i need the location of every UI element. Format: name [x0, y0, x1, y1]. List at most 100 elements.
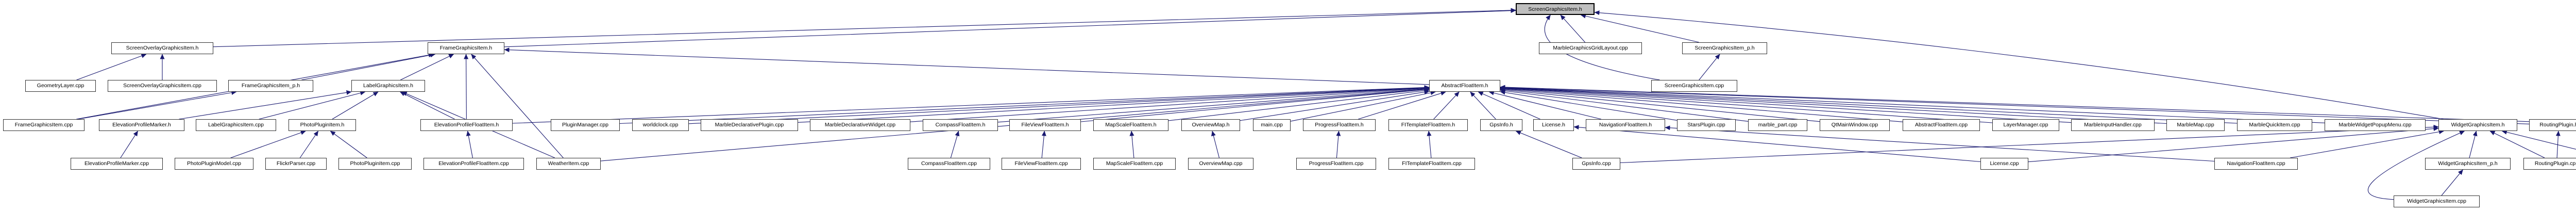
graph-node-widgetgraphicsitem-cpp[interactable]: WidgetGraphicsItem.cpp: [2394, 195, 2480, 207]
graph-node-weatheritem-cpp[interactable]: WeatherItem.cpp: [536, 158, 601, 170]
graph-node-screengraphicsitem-cpp[interactable]: ScreenGraphicsItem.cpp: [1651, 80, 1737, 92]
graph-node-progressfloatitem-h[interactable]: ProgressFloatItem.h: [1303, 119, 1376, 131]
graph-node-starsplugin-cpp[interactable]: StarsPlugin.cpp: [1677, 119, 1736, 131]
graph-node-photopluginitem-h[interactable]: PhotoPluginItem.h: [289, 119, 356, 131]
graph-node-marble-part-cpp[interactable]: marble_part.cpp: [1748, 119, 1807, 131]
edge-wgi_cpp-to-wgi_h: [2367, 131, 2465, 200]
graph-node-widgetgraphicsitem-h[interactable]: WidgetGraphicsItem.h: [2438, 119, 2517, 131]
graph-node-navigationfloatitem-cpp[interactable]: NavigationFloatItem.cpp: [2214, 158, 2298, 170]
edge-fvfi_cpp-to-fvfi_h: [1041, 131, 1046, 158]
edge-stars_cpp-to-afi_h: [1500, 90, 1677, 121]
edge-ppm_cpp-to-ppi_h: [230, 130, 306, 158]
graph-node-navigationfloatitem-h[interactable]: NavigationFloatItem.h: [1586, 119, 1665, 131]
graph-node-marblegraphicsgridlayout-cpp[interactable]: MarbleGraphicsGridLayout.cpp: [1539, 42, 1642, 54]
graph-node-marbledeclarativeplugin-cpp[interactable]: MarbleDeclarativePlugin.cpp: [701, 119, 798, 131]
graph-node-elevationprofilemarker-h[interactable]: ElevationProfileMarker.h: [99, 119, 184, 131]
edge-epfi_cpp-to-epfi_h: [466, 131, 473, 158]
edge-pfi_h-to-afi_h: [1358, 91, 1446, 120]
graph-node-screengraphicsitem-h[interactable]: ScreenGraphicsItem.h: [1516, 3, 1595, 15]
edge-mggl_cpp-to-sgi_h: [1560, 14, 1586, 43]
graph-node-flickrparser-cpp[interactable]: FlickrParser.cpp: [265, 158, 327, 170]
graph-node-labelgraphicsitem-h[interactable]: LabelGraphicsItem.h: [351, 80, 425, 92]
edge-sgip_h-to-sgi_h: [1580, 13, 1699, 43]
graph-node-elevationprofilemarker-cpp[interactable]: ElevationProfileMarker.cpp: [71, 158, 163, 170]
graph-node-marblewidgetpopupmenu-cpp[interactable]: MarbleWidgetPopupMenu.cpp: [2325, 119, 2426, 131]
graph-node-abstractfloatitem-cpp[interactable]: AbstractFloatItem.cpp: [1903, 119, 1980, 131]
graph-node-fileviewfloatitem-cpp[interactable]: FileViewFloatItem.cpp: [1002, 158, 1081, 170]
edge-mih_cpp-to-afi_h: [1500, 86, 2072, 123]
graph-node-layermanager-cpp[interactable]: LayerManager.cpp: [1992, 119, 2059, 131]
edge-afi_h-to-fgi_h: [504, 47, 1430, 85]
edge-wc_cpp-to-afi_h: [688, 85, 1430, 124]
graph-node-routingplugin-h[interactable]: RoutingPlugin.h: [2529, 119, 2576, 131]
edge-fgip_h-to-fgi_h: [301, 53, 436, 80]
edge-fgi_cpp-to-fgip_h: [78, 90, 237, 120]
edge-epfi_h-to-afi_h: [512, 85, 1430, 124]
graph-node-gpsinfo-h[interactable]: GpsInfo.h: [1480, 119, 1522, 131]
edge-mdp_cpp-to-afi_h: [798, 86, 1430, 123]
graph-node-license-h[interactable]: License.h: [1533, 119, 1574, 131]
edge-fgi_h-to-sgi_h: [504, 8, 1516, 47]
graph-node-geometrylayer-cpp[interactable]: GeometryLayer.cpp: [25, 80, 96, 92]
graph-node-license-cpp[interactable]: License.cpp: [1980, 158, 2028, 170]
edge-gps_cpp-to-gps_h: [1515, 131, 1582, 158]
graph-node-compassfloatitem-cpp[interactable]: CompassFloatItem.cpp: [908, 158, 990, 170]
edge-gps_cpp-to-wgi_h: [1620, 124, 2439, 164]
edge-rp_cpp-to-rp_h: [2555, 131, 2561, 158]
edge-cfi_h-to-afi_h: [997, 87, 1430, 123]
edge-mqi_cpp-to-afi_h: [1500, 85, 2238, 124]
graph-node-worldclock-cpp[interactable]: worldclock.cpp: [632, 119, 689, 131]
graph-node-mapscalefloatitem-h[interactable]: MapScaleFloatItem.h: [1093, 119, 1168, 131]
graph-node-pluginmanager-cpp[interactable]: PluginManager.cpp: [551, 119, 620, 131]
graph-node-framegraphicsitem-cpp[interactable]: FrameGraphicsItem.cpp: [3, 119, 84, 131]
edge-sgi_cpp-to-sgip_h: [1699, 54, 1720, 80]
graph-node-framegraphicsitem-p-h[interactable]: FrameGraphicsItem_p.h: [228, 80, 313, 92]
edge-mdw_cpp-to-afi_h: [910, 86, 1430, 122]
edge-nfi_cpp-to-nfi_h: [1665, 125, 2215, 162]
edge-mwpm_cpp-to-afi_h: [1500, 85, 2325, 123]
graph-node-fitemplatefloatitem-cpp[interactable]: FITemplateFloatItem.cpp: [1388, 158, 1475, 170]
graph-node-photopluginmodel-cpp[interactable]: PhotoPluginModel.cpp: [175, 158, 253, 170]
graph-node-main-cpp[interactable]: main.cpp: [1253, 119, 1291, 131]
edge-om_cpp-to-om_h: [1211, 131, 1220, 158]
graph-node-widgetgraphicsitem-p-h[interactable]: WidgetGraphicsItem_p.h: [2425, 158, 2511, 170]
edge-spd_h-to-afi_h: [1500, 85, 2576, 124]
graph-node-fileviewfloatitem-h[interactable]: FileViewFloatItem.h: [1009, 119, 1081, 131]
graph-node-labelgraphicsitem-cpp[interactable]: LabelGraphicsItem.cpp: [196, 119, 276, 131]
graph-node-routingplugin-cpp[interactable]: RoutingPlugin.cpp: [2523, 158, 2576, 170]
graph-node-elevationprofilefloatitem-cpp[interactable]: ElevationProfileFloatItem.cpp: [423, 158, 524, 170]
graph-node-elevationprofilefloatitem-h[interactable]: ElevationProfileFloatItem.h: [420, 119, 513, 131]
edge-epm_h-to-lgi_h: [179, 90, 352, 120]
graph-node-marbleinputhandler-cpp[interactable]: MarbleInputHandler.cpp: [2071, 119, 2155, 131]
graph-node-gpsinfo-cpp[interactable]: GpsInfo.cpp: [1572, 158, 1620, 170]
graph-node-framegraphicsitem-h[interactable]: FrameGraphicsItem.h: [428, 42, 504, 54]
graph-node-overviewmap-cpp[interactable]: OverviewMap.cpp: [1188, 158, 1253, 170]
graph-node-mapscalefloatitem-cpp[interactable]: MapScaleFloatItem.cpp: [1093, 158, 1176, 170]
edge-gps_h-to-afi_h: [1470, 91, 1496, 120]
edge-lm_cpp-to-afi_h: [1500, 86, 1993, 123]
graph-node-compassfloatitem-h[interactable]: CompassFloatItem.h: [923, 119, 998, 131]
edge-cfi_cpp-to-cfi_h: [950, 131, 960, 158]
edge-pfi_cpp-to-pfi_h: [1336, 131, 1341, 158]
graph-node-marblemap-cpp[interactable]: MarbleMap.cpp: [2166, 119, 2225, 131]
edge-mpart_cpp-to-afi_h: [1500, 88, 1749, 122]
graph-node-screengraphicsitem-p-h[interactable]: ScreenGraphicsItem_p.h: [1682, 42, 1767, 54]
graph-node-marblequickitem-cpp[interactable]: MarbleQuickItem.cpp: [2237, 119, 2312, 131]
graph-node-progressfloatitem-cpp[interactable]: ProgressFloatItem.cpp: [1296, 158, 1376, 170]
graph-node-abstractfloatitem-h[interactable]: AbstractFloatItem.h: [1429, 80, 1500, 92]
graph-node-qtmainwindow-cpp[interactable]: QtMainWindow.cpp: [1820, 119, 1890, 131]
edge-msfi_cpp-to-msfi_h: [1129, 131, 1134, 158]
edge-geom_cpp-to-sogi_h: [76, 54, 147, 80]
edge-lgi_h-to-fgi_h: [400, 54, 454, 80]
edge-wgi_cpp-to-wgip_h: [2441, 169, 2463, 196]
graph-node-photopluginitem-cpp[interactable]: PhotoPluginItem.cpp: [338, 158, 412, 170]
graph-node-fitemplatefloatitem-h[interactable]: FITemplateFloatItem.h: [1388, 119, 1468, 131]
edge-ppi_h-to-lgi_h: [332, 91, 379, 120]
graph-node-marbledeclarativewidget-cpp[interactable]: MarbleDeclarativeWidget.cpp: [810, 119, 910, 131]
edge-mmap_cpp-to-afi_h: [1500, 86, 2167, 124]
edge-fvfi_h-to-afi_h: [1080, 87, 1430, 122]
graph-node-overviewmap-h[interactable]: OverviewMap.h: [1181, 119, 1240, 131]
graph-node-screenoverlaygraphicsitem-h[interactable]: ScreenOverlayGraphicsItem.h: [111, 42, 213, 54]
graph-node-screenoverlaygraphicsitem-cpp[interactable]: ScreenOverlayGraphicsItem.cpp: [108, 80, 217, 92]
